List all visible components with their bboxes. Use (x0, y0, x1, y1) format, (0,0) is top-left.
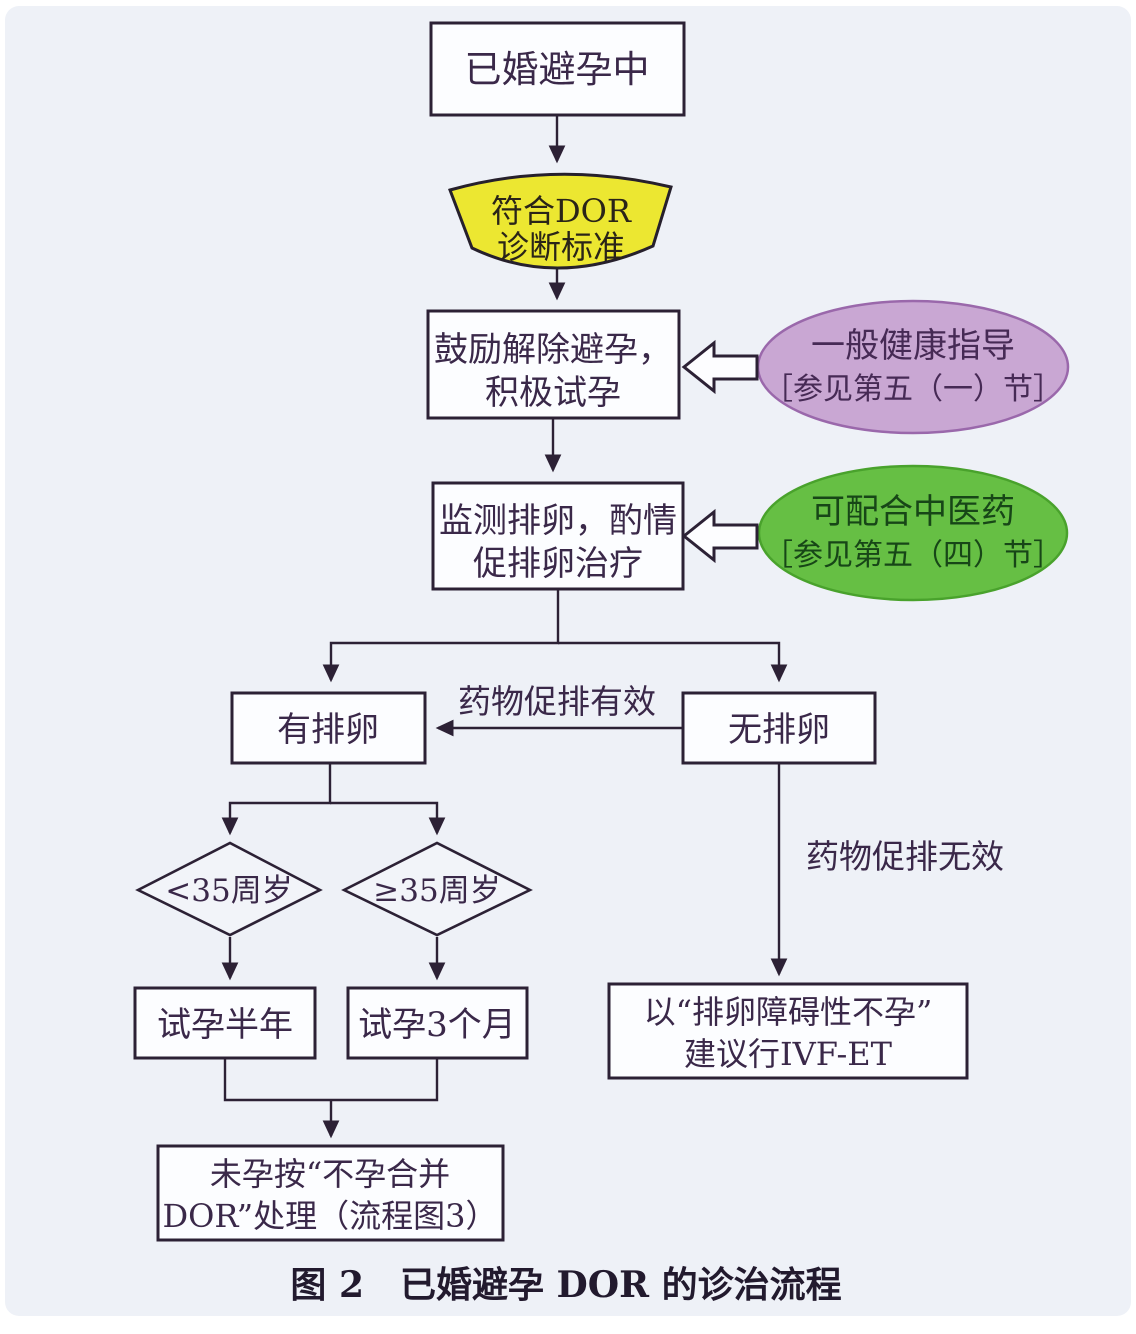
node-start: 已婚避孕中 (429, 21, 686, 117)
node-not-pregnant: 未孕按“不孕合并 DOR”处理（流程图3） (156, 1144, 505, 1242)
node-criteria-line2: 诊断标准 (497, 228, 625, 266)
node-has-ovulation-label: 有排卵 (277, 710, 379, 750)
node-ivf-box (607, 982, 969, 1080)
note-tcm: 可配合中医药 ［参见第五（四）节］ (681, 464, 1069, 602)
node-monitor: 监测排卵，酌情 促排卵治疗 (431, 481, 685, 591)
node-try-half-year-box (133, 986, 317, 1060)
node-criteria: 符合DOR 诊断标准 (448, 172, 673, 270)
node-over-35-diamond (341, 841, 533, 937)
node-encourage-line1: 鼓励解除避孕， (434, 330, 672, 370)
edge-label-drug-ineffective: 药物促排无效 (806, 837, 1004, 876)
node-try-3-months-label: 试孕3个月 (358, 1005, 516, 1045)
edge-monitor-to-no-ovulation (558, 641, 788, 683)
note-general-health: 一般健康指导 ［参见第五（一）节］ (681, 299, 1070, 435)
node-criteria-line1: 符合DOR (491, 192, 632, 230)
node-try-half-year-label: 试孕半年 (157, 1005, 293, 1045)
node-ivf-line2: 建议行IVF-ET (684, 1035, 893, 1073)
node-over-35: ≥35周岁 (341, 841, 533, 937)
figure-caption: 图 2 已婚避孕 DOR 的诊治流程 (290, 1264, 841, 1306)
node-encourage-line2: 积极试孕 (485, 373, 621, 413)
node-under-35-diamond (135, 841, 323, 937)
node-try-3-months-box (346, 986, 529, 1060)
edge-has-ovulation-to-over35 (330, 801, 446, 836)
node-criteria-fan-shape (448, 172, 673, 270)
note-general-health-line2: ［参见第五（一）节］ (763, 372, 1063, 407)
node-start-label: 已婚避孕中 (465, 48, 650, 91)
node-not-pregnant-line2: DOR”处理（流程图3） (163, 1197, 498, 1235)
note-general-health-line1: 一般健康指导 (811, 326, 1015, 366)
node-ivf: 以“排卵障碍性不孕” 建议行IVF-ET (607, 982, 969, 1080)
edge-has-ovulation-to-under35 (221, 763, 332, 836)
block-arrow-left-icon (681, 339, 759, 395)
node-not-pregnant-box (156, 1144, 505, 1242)
edge-monitor-to-has-ovulation (322, 589, 560, 683)
connectors (221, 115, 788, 1139)
node-has-ovulation-box (230, 691, 427, 765)
node-monitor-line1: 监测排卵，酌情 (439, 501, 677, 541)
node-not-pregnant-line1: 未孕按“不孕合并 (210, 1155, 450, 1193)
node-has-ovulation: 有排卵 (230, 691, 427, 765)
note-tcm-ellipse (757, 464, 1069, 602)
note-general-health-ellipse (756, 299, 1070, 435)
node-monitor-line2: 促排卵治疗 (473, 544, 643, 584)
note-tcm-line2: ［参见第五（四）节］ (763, 538, 1063, 573)
node-over-35-label: ≥35周岁 (373, 873, 500, 909)
node-try-3-months: 试孕3个月 (346, 986, 529, 1060)
node-no-ovulation-box (681, 691, 877, 765)
node-no-ovulation-label: 无排卵 (728, 710, 830, 750)
node-encourage-box (426, 309, 681, 420)
edge-label-drug-effective: 药物促排有效 (458, 682, 656, 721)
node-try-half-year: 试孕半年 (133, 986, 317, 1060)
block-arrow-left-icon (681, 508, 759, 564)
note-tcm-line1: 可配合中医药 (811, 492, 1015, 532)
node-ivf-line1: 以“排卵障碍性不孕” (644, 993, 933, 1031)
node-start-box (429, 21, 686, 117)
node-encourage: 鼓励解除避孕， 积极试孕 (426, 309, 681, 420)
node-no-ovulation: 无排卵 (681, 691, 877, 765)
node-under-35-label: <35周岁 (165, 873, 292, 909)
node-under-35: <35周岁 (135, 841, 323, 937)
